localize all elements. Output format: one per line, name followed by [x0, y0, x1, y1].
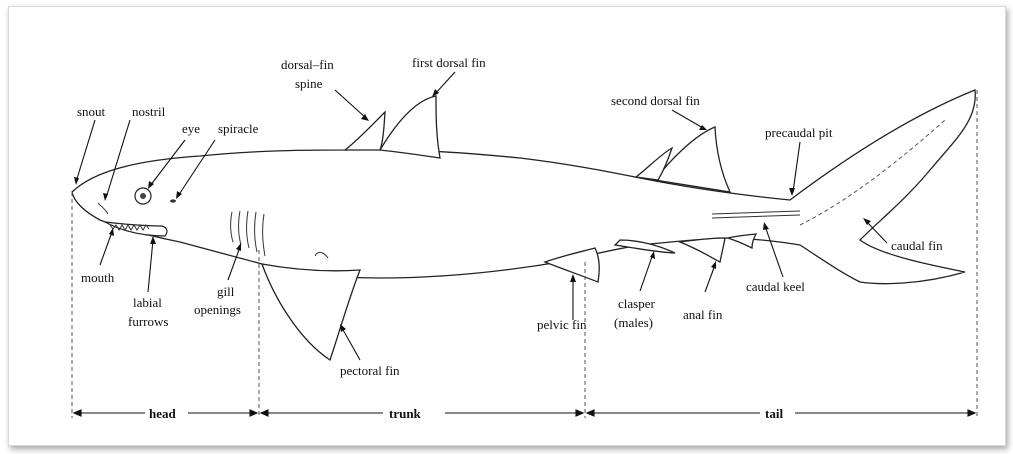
label-first-dorsal-fin: first dorsal fin	[412, 55, 486, 70]
pectoral-fin-shape	[262, 264, 360, 360]
region-head: head	[149, 406, 177, 421]
label-gill-openings-2: openings	[194, 302, 241, 317]
label-labial-furrows-2: furrows	[128, 314, 168, 329]
label-second-dorsal-fin: second dorsal fin	[611, 93, 700, 108]
label-dorsal-fin-spine-2: spine	[295, 76, 323, 91]
label-pelvic-fin: pelvic fin	[537, 317, 587, 332]
region-tail: tail	[765, 406, 783, 421]
label-spiracle: spiracle	[218, 121, 259, 136]
label-nostril: nostril	[132, 104, 166, 119]
region-trunk: trunk	[389, 406, 422, 421]
label-caudal-fin: caudal fin	[891, 238, 943, 253]
label-labial-furrows-1: labial	[133, 295, 162, 310]
anal-fin-shape	[680, 238, 725, 262]
label-dorsal-fin-spine-1: dorsal–fin	[281, 57, 334, 72]
label-anal-fin: anal fin	[683, 307, 723, 322]
label-mouth: mouth	[81, 270, 115, 285]
first-dorsal-fin	[380, 96, 440, 158]
region-arrows	[74, 410, 975, 416]
label-eye: eye	[182, 121, 200, 136]
label-clasper-2: (males)	[614, 315, 653, 330]
label-snout: snout	[77, 104, 106, 119]
label-pectoral-fin: pectoral fin	[340, 363, 400, 378]
spiracle-shape	[170, 199, 176, 202]
label-clasper-1: clasper	[618, 296, 655, 311]
label-gill-openings-1: gill	[217, 284, 235, 299]
label-precaudal-pit: precaudal pit	[765, 125, 833, 140]
label-caudal-keel: caudal keel	[746, 279, 805, 294]
shark-body	[72, 90, 975, 284]
